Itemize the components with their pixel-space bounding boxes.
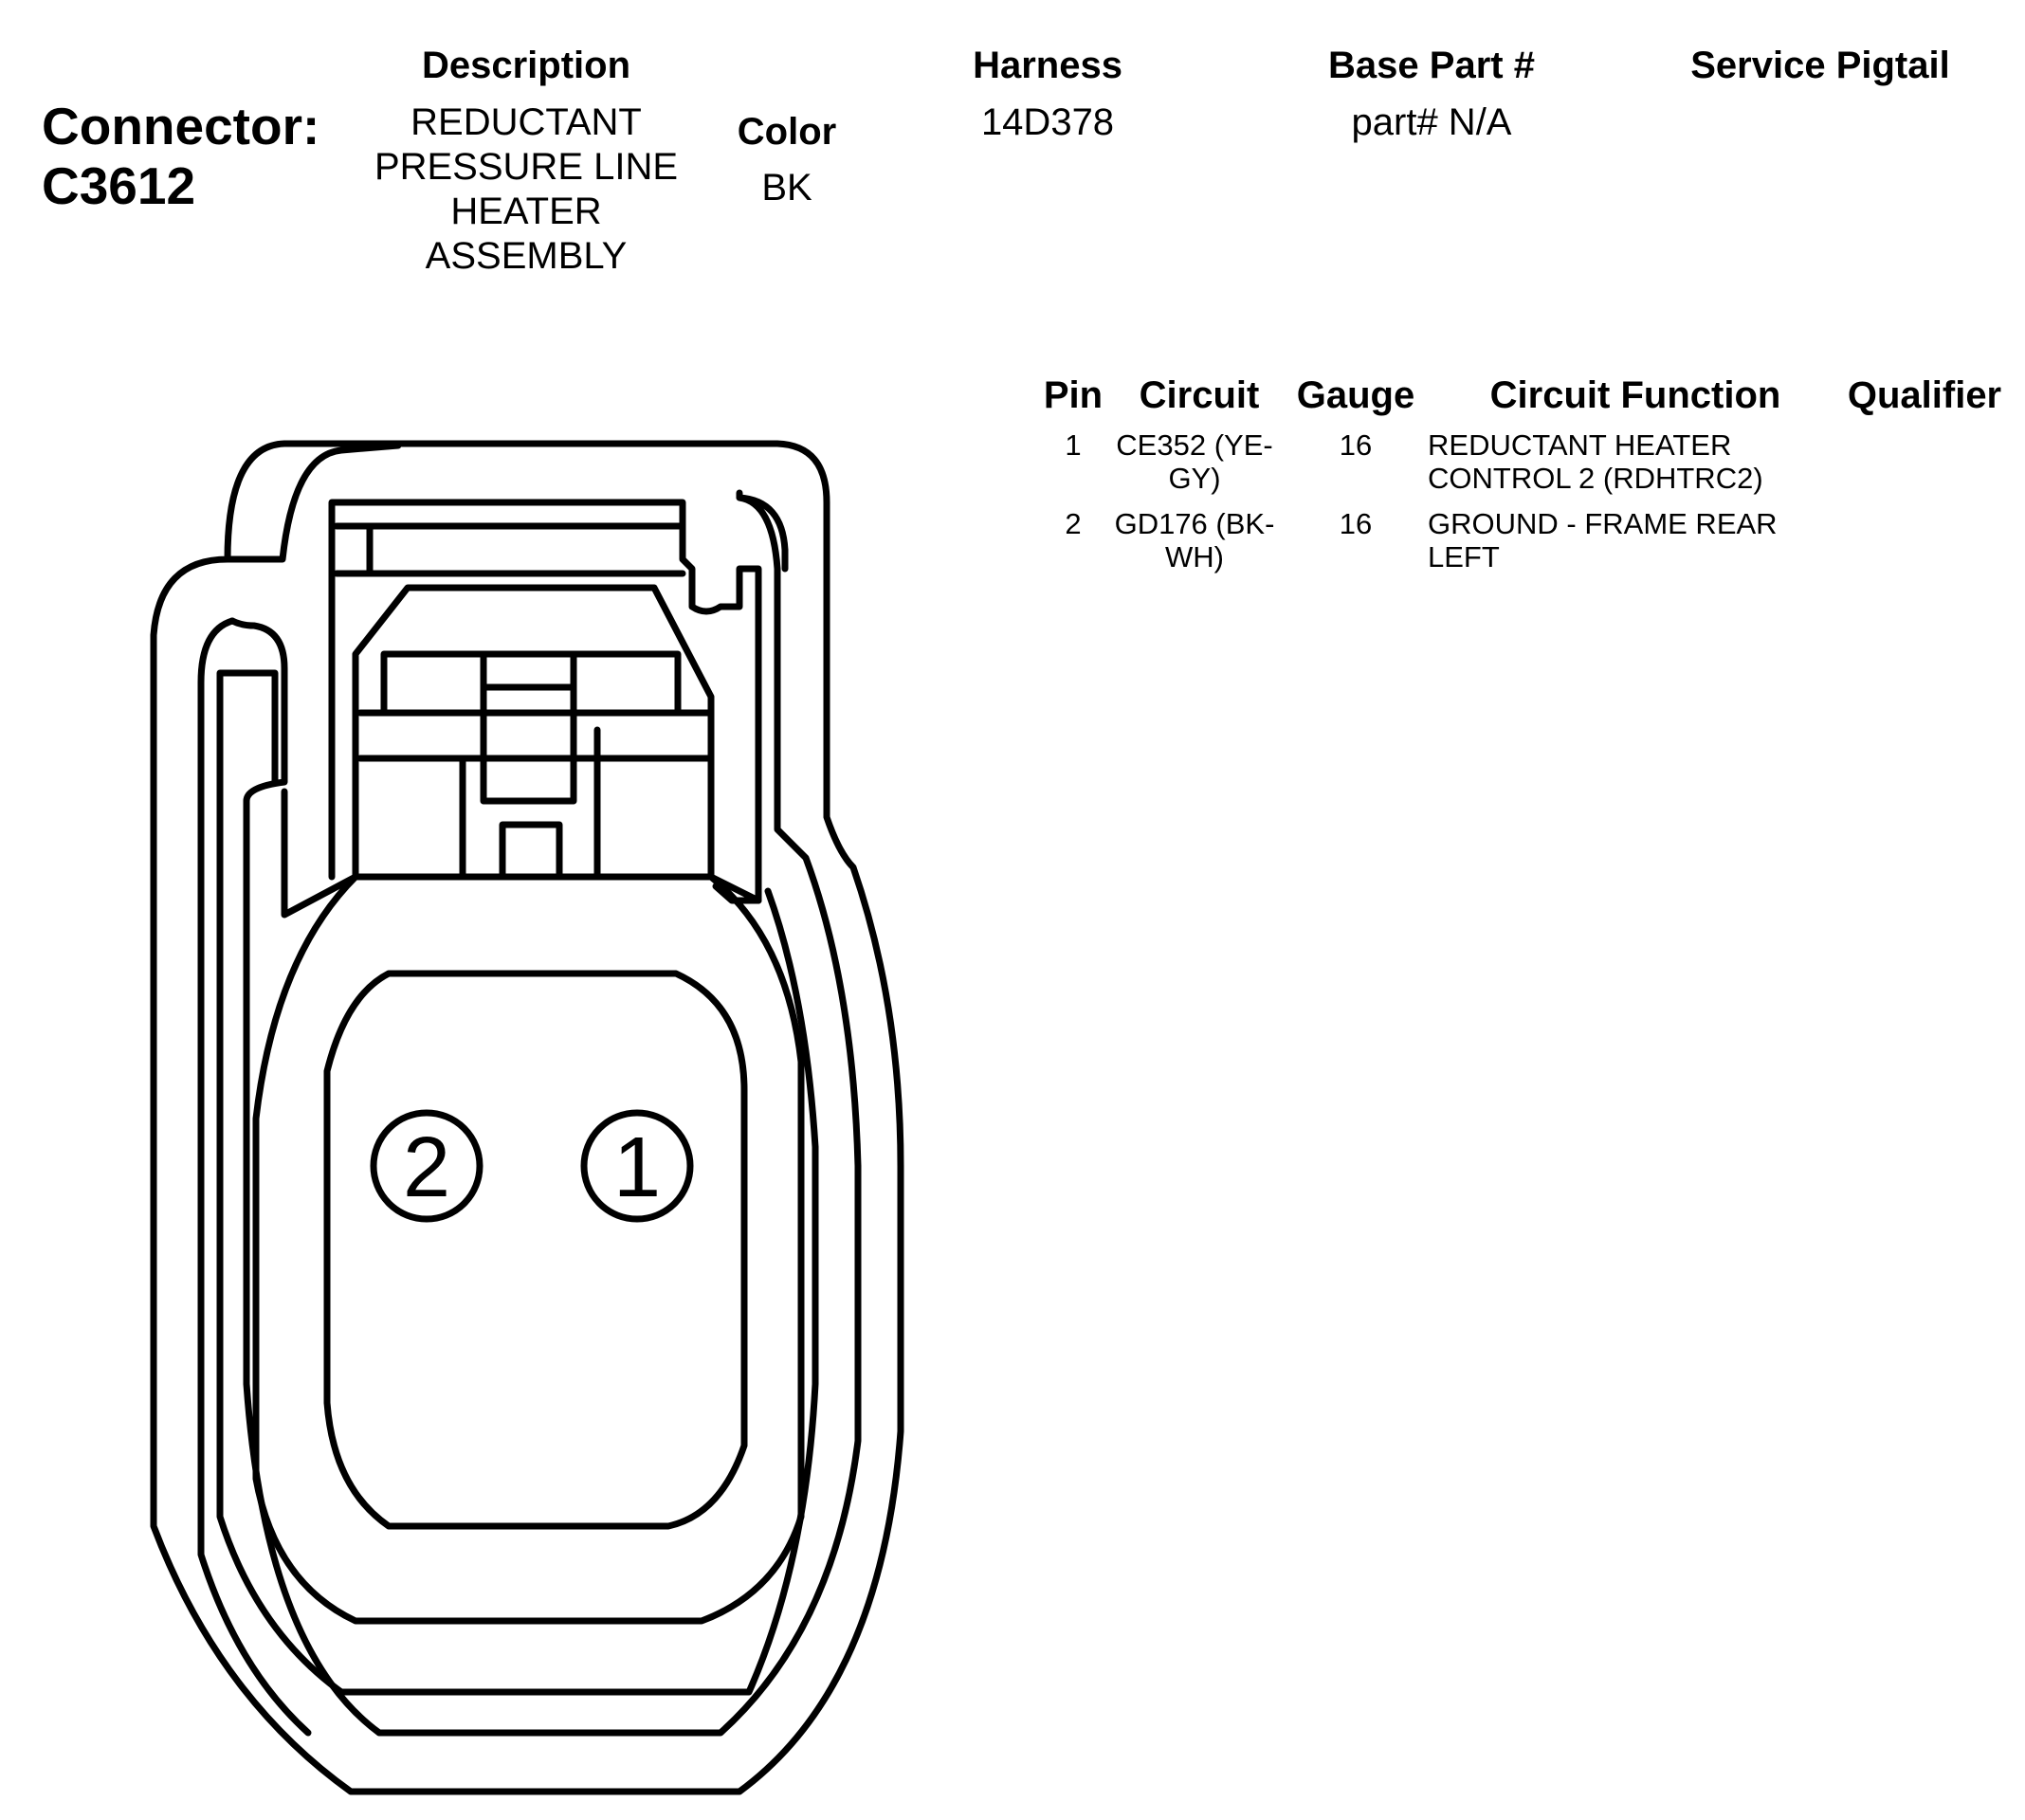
second-ring-outline: [228, 489, 862, 1737]
second-ring-left-edge: [197, 617, 312, 1737]
function-column-header: Circuit Function: [1489, 374, 1781, 416]
circuit-value: GD176 (BK-WH): [1114, 507, 1275, 573]
latch-body: [352, 584, 715, 881]
latch-posts: [459, 726, 601, 881]
latch-key: [480, 650, 577, 805]
gauge-value: 16: [1339, 507, 1373, 540]
base-part-value: part# N/A: [1351, 101, 1512, 143]
circuit-value: CE352 (YE-GY): [1116, 428, 1273, 495]
circuit-function-value: GROUND - FRAME REAR LEFT: [1428, 507, 1778, 573]
latch-right-tab: [736, 494, 789, 573]
pin-number: 2: [1065, 507, 1082, 540]
cavity-1-label: 1: [613, 1120, 661, 1215]
description-value: REDUCTANT PRESSURE LINE HEATER ASSEMBLY: [374, 101, 679, 277]
terminal-face-outline: [323, 970, 748, 1530]
gauge-column-header: Gauge: [1296, 374, 1415, 416]
pin-column-header: Pin: [1043, 374, 1104, 416]
seal-ring-outline: [252, 873, 805, 1625]
pin-number: 1: [1065, 428, 1082, 462]
service-pigtail-header: Service Pigtail: [1690, 45, 1950, 86]
connector-label: Connector:: [42, 97, 320, 155]
connector-id: C3612: [42, 156, 196, 215]
color-header: Color: [737, 111, 837, 153]
circuit-function-value: REDUCTANT HEATER CONTROL 2 (RDHTRC2): [1428, 428, 1763, 495]
cavity-2-label: 2: [403, 1120, 450, 1215]
color-value: BK: [761, 167, 812, 209]
cavity-2-circle: [370, 1109, 483, 1223]
cavity-1-circle: [580, 1109, 694, 1223]
description-header: Description: [421, 45, 631, 86]
outer-housing-outline: [150, 440, 904, 1795]
base-part-header: Base Part #: [1328, 45, 1535, 86]
harness-value: 14D378: [980, 101, 1115, 143]
latch-frame: [328, 499, 762, 904]
latch-inner-box: [380, 650, 682, 717]
gauge-value: 16: [1339, 428, 1373, 462]
circuit-column-header: Circuit: [1139, 374, 1260, 416]
harness-header: Harness: [973, 45, 1122, 86]
qualifier-column-header: Qualifier: [1847, 374, 2002, 416]
top-left-tab: [224, 442, 402, 563]
latch-top-bar: [333, 522, 686, 577]
latch-bar: [356, 709, 715, 762]
third-ring-outline: [216, 669, 819, 1696]
